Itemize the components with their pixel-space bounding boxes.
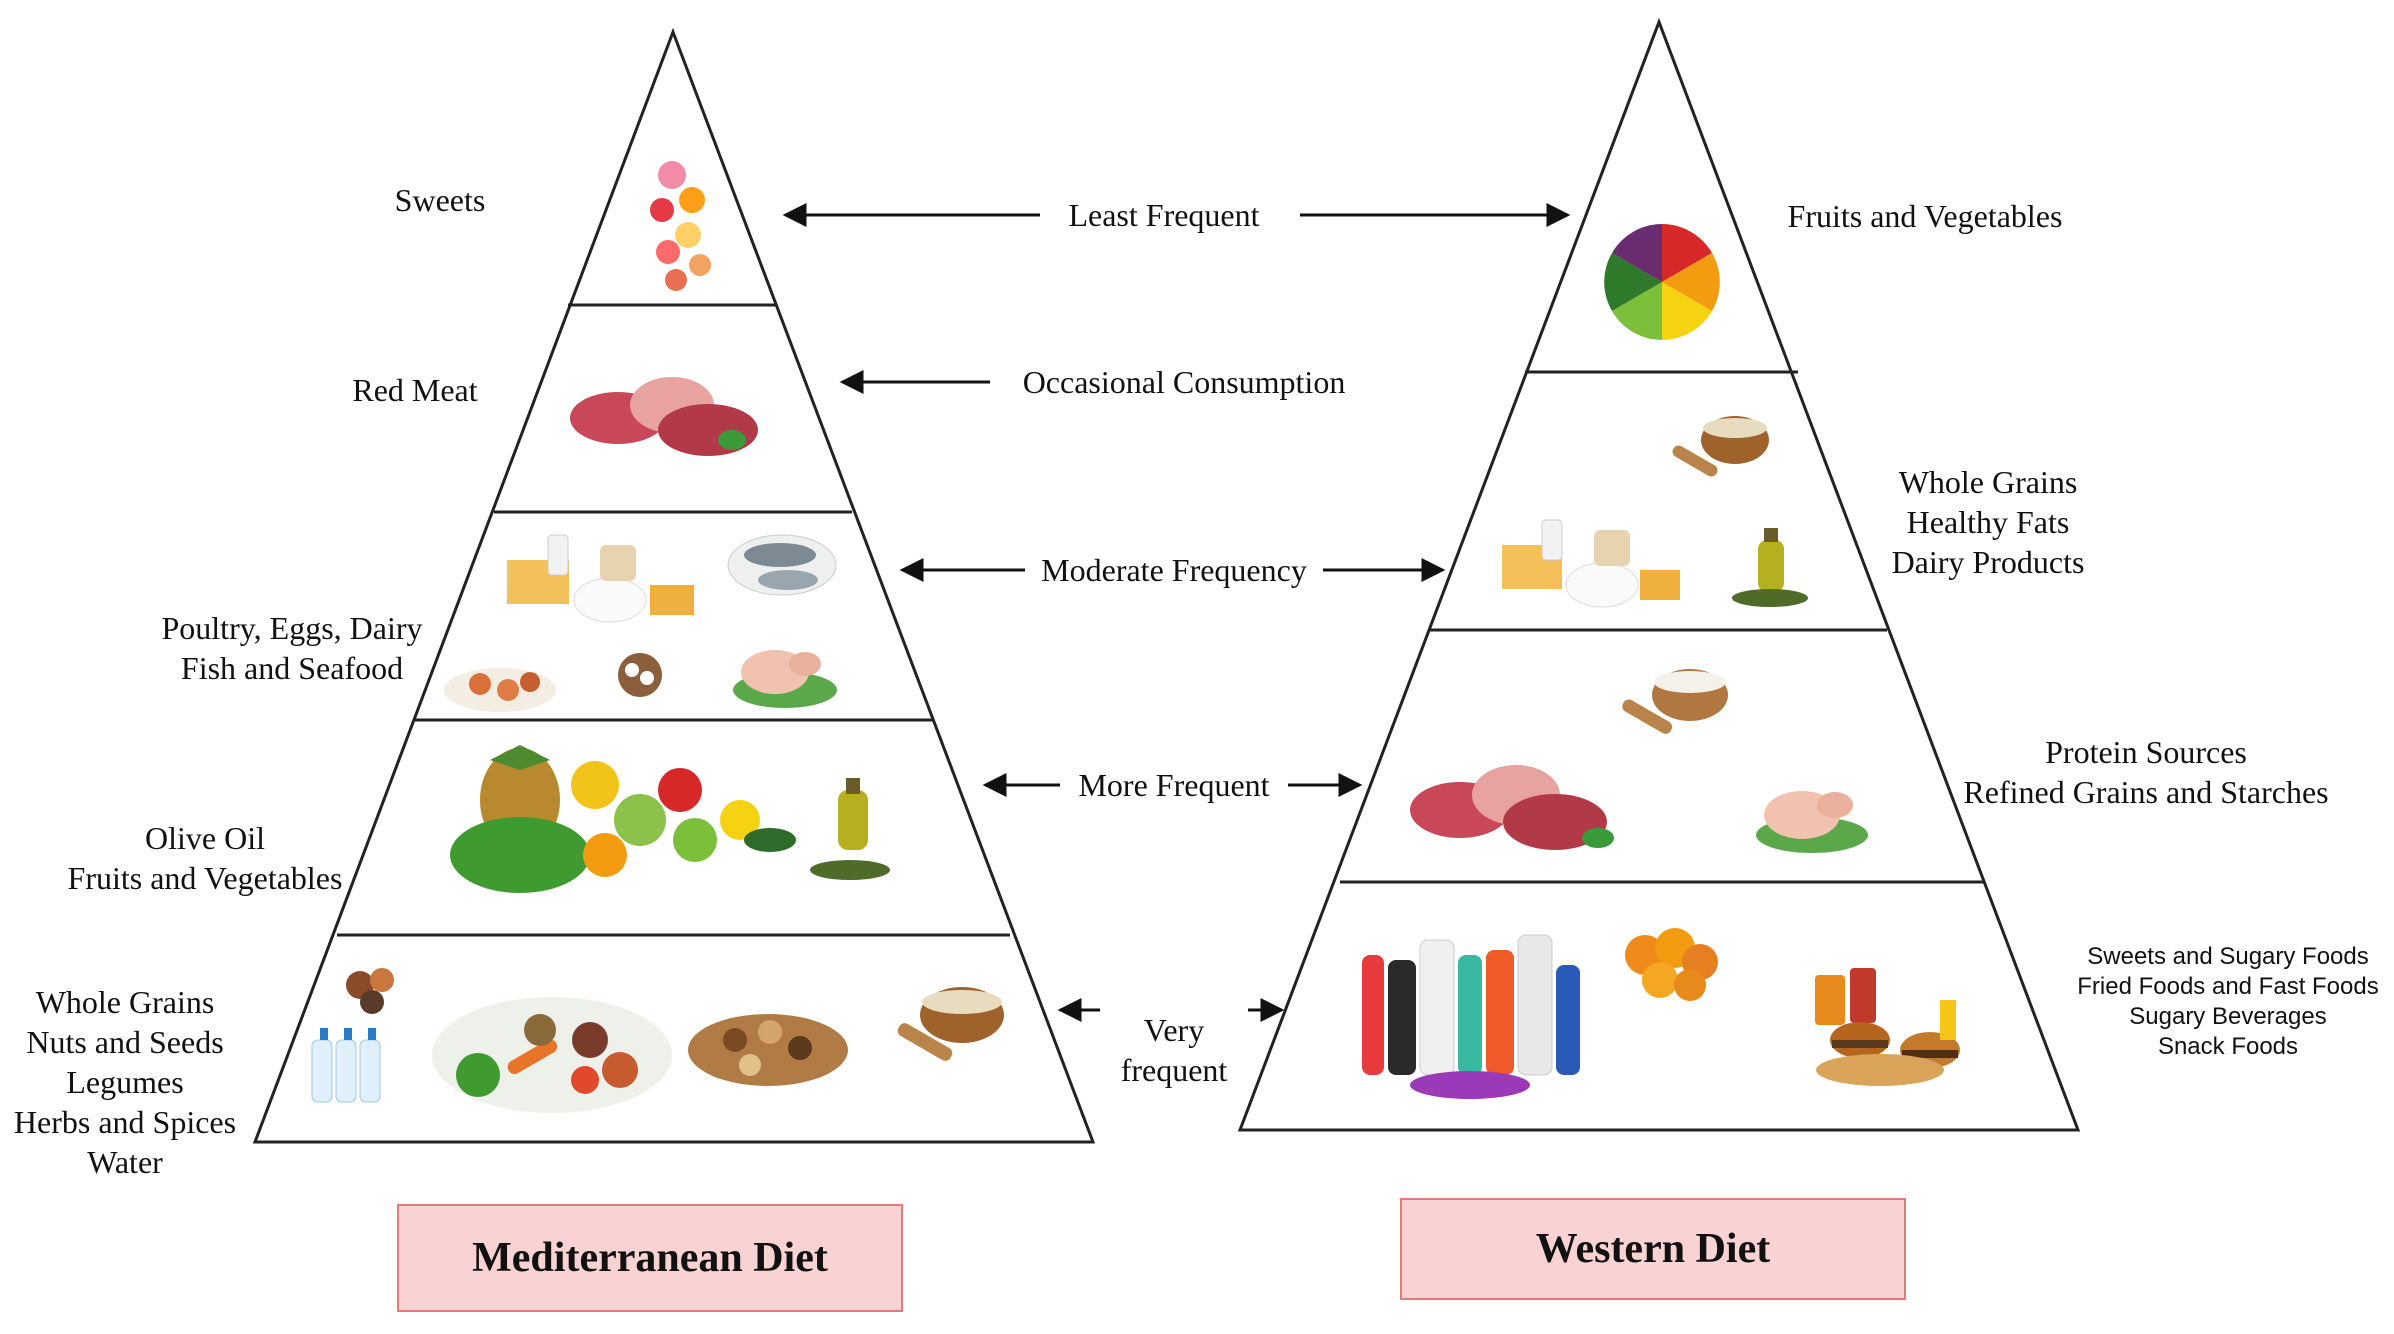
med-tier-label-olive-oil: Olive Oil Fruits and Vegetables xyxy=(45,778,365,898)
med-label-text: Sweets xyxy=(394,182,486,218)
west-tier-label-protein: Protein Sources Refined Grains and Starc… xyxy=(1936,692,2356,812)
frequency-text: More Frequent xyxy=(1078,767,1270,803)
frequency-text: Moderate Frequency xyxy=(1041,552,1307,588)
water-bottles-icon xyxy=(311,1028,381,1103)
spices-icon xyxy=(346,968,394,1014)
grains-icon xyxy=(1672,416,1769,477)
med-tier-label-whole-grains: Whole Grains Nuts and Seeds Legumes Herb… xyxy=(5,942,245,1182)
fast-food-icon xyxy=(1815,968,1960,1086)
frequency-least-label: Least Frequent xyxy=(1040,195,1288,235)
west-tier-label-fruits: Fruits and Vegetables xyxy=(1765,196,2085,236)
med-label-text: Olive Oil Fruits and Vegetables xyxy=(67,820,343,896)
nuts-icon xyxy=(688,1014,848,1086)
red-meat-icon xyxy=(570,377,758,456)
poultry-icon xyxy=(1756,791,1868,853)
med-label-text: Poultry, Eggs, Dairy Fish and Seafood xyxy=(161,610,423,686)
west-label-text: Sweets and Sugary Foods Fried Foods and … xyxy=(2077,943,2379,1060)
mediterranean-title-text: Mediterranean Diet xyxy=(472,1235,828,1281)
west-tier-label-whole-grains: Whole Grains Healthy Fats Dairy Products xyxy=(1858,422,2118,582)
med-label-text: Red Meat xyxy=(352,372,478,408)
soda-bottles-icon xyxy=(1362,934,1580,1099)
western-diet-title: Western Diet xyxy=(1400,1198,1906,1300)
frequency-occasional-label: Occasional Consumption xyxy=(1000,362,1368,402)
dairy-icon xyxy=(507,534,694,623)
western-title-text: Western Diet xyxy=(1535,1226,1771,1272)
mediterranean-diet-title: Mediterranean Diet xyxy=(397,1204,903,1312)
fruits-vegetables-icon xyxy=(450,745,796,893)
frequency-text: Very frequent xyxy=(1120,1012,1228,1088)
sweets-icon xyxy=(650,161,711,291)
olive-oil-icon xyxy=(810,778,890,880)
whole-grains-icon xyxy=(897,987,1004,1061)
west-label-text: Protein Sources Refined Grains and Starc… xyxy=(1963,734,2329,810)
fried-chicken-icon xyxy=(1625,928,1718,1001)
fruit-vegetable-bowl-icon xyxy=(1604,224,1720,340)
flour-icon xyxy=(1622,669,1728,734)
med-tier-label-sweets: Sweets xyxy=(365,180,515,220)
frequency-more-label: More Frequent xyxy=(1060,765,1288,805)
west-label-text: Fruits and Vegetables xyxy=(1787,198,2063,234)
frequency-arrows xyxy=(782,203,1571,1022)
med-label-text: Whole Grains Nuts and Seeds Legumes Herb… xyxy=(13,984,237,1180)
legumes-vegetables-icon xyxy=(432,997,672,1113)
west-tier-label-sweets: Sweets and Sugary Foods Fried Foods and … xyxy=(2068,912,2388,1062)
frequency-moderate-label: Moderate Frequency xyxy=(1025,550,1323,590)
olive-oil-icon xyxy=(1732,528,1808,607)
frequency-text: Occasional Consumption xyxy=(1022,364,1346,400)
poultry-icon xyxy=(733,650,837,708)
fish-icon xyxy=(727,534,837,596)
frequency-text: Least Frequent xyxy=(1068,197,1260,233)
eggs-icon xyxy=(618,653,662,697)
red-meat-icon xyxy=(1410,765,1614,850)
mediterranean-pyramid xyxy=(252,27,1096,1144)
west-label-text: Whole Grains Healthy Fats Dairy Products xyxy=(1891,464,2085,580)
seafood-icon xyxy=(444,668,556,712)
med-tier-label-poultry: Poultry, Eggs, Dairy Fish and Seafood xyxy=(127,568,457,688)
med-tier-label-red-meat: Red Meat xyxy=(315,370,515,410)
dairy-icon xyxy=(1502,519,1680,608)
western-pyramid xyxy=(1237,17,2081,1132)
frequency-very-label: Very frequent xyxy=(1100,970,1248,1090)
